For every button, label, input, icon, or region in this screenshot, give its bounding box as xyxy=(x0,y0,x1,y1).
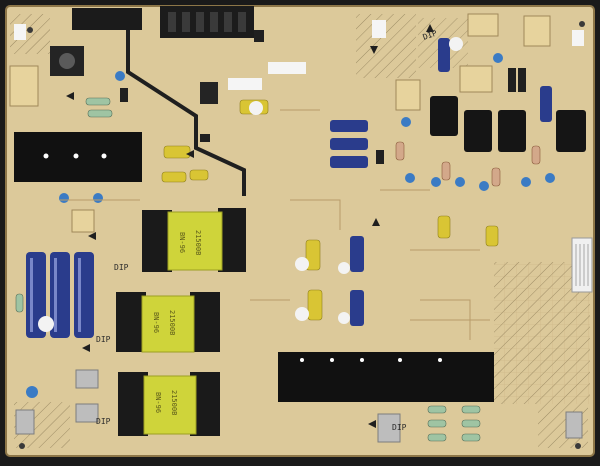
white-pad-5 xyxy=(14,24,26,40)
transformer-3-label-2: 21500B xyxy=(170,390,178,415)
transformer-1: BN-96 21500B xyxy=(142,208,246,272)
silk-arrows xyxy=(66,24,434,428)
white-pad-2 xyxy=(268,62,306,74)
id-sticker xyxy=(571,237,593,293)
small-blue-caps xyxy=(26,53,555,398)
transformer-2: BN-96 21500B xyxy=(116,292,220,353)
heatsink-left-screws xyxy=(43,153,107,159)
red-resistors xyxy=(395,141,541,187)
white-pad-1 xyxy=(228,78,262,90)
electrolytic-caps-left xyxy=(26,252,94,338)
mounting-holes xyxy=(19,21,585,449)
resistors xyxy=(15,97,481,442)
beige-components xyxy=(9,13,551,233)
isolation-trace xyxy=(126,30,246,196)
terminal-top-left xyxy=(50,46,218,104)
connector-top-left xyxy=(72,8,142,30)
transformer-1-label-1: BN-96 xyxy=(178,232,186,253)
transformer-2-label-2: 21500B xyxy=(168,310,176,335)
silk-label-2: DIP xyxy=(96,335,111,344)
connector-pins xyxy=(168,12,246,32)
white-pad-4 xyxy=(572,30,584,46)
small-ics xyxy=(120,30,526,164)
sticker-lines xyxy=(575,244,589,286)
transformer-3-label-1: BN-96 xyxy=(154,392,162,413)
heatsink-bottom-screws xyxy=(300,358,442,362)
white-pad-3 xyxy=(372,20,386,38)
transformer-2-label-1: BN-96 xyxy=(152,312,160,333)
transformer-1-label-2: 21500B xyxy=(194,230,202,255)
heatsink-bottom xyxy=(278,352,494,402)
transformer-3: BN-96 21500B xyxy=(118,372,220,436)
electrolytic-caps-center xyxy=(330,38,552,326)
white-caps xyxy=(38,37,463,332)
thin-traces xyxy=(60,109,490,340)
relays-right xyxy=(430,96,586,152)
silk-label-4: DIP xyxy=(392,423,407,432)
silk-label-3: DIP xyxy=(96,417,111,426)
gray-components xyxy=(15,369,583,443)
silk-label-1: DIP xyxy=(114,263,129,272)
